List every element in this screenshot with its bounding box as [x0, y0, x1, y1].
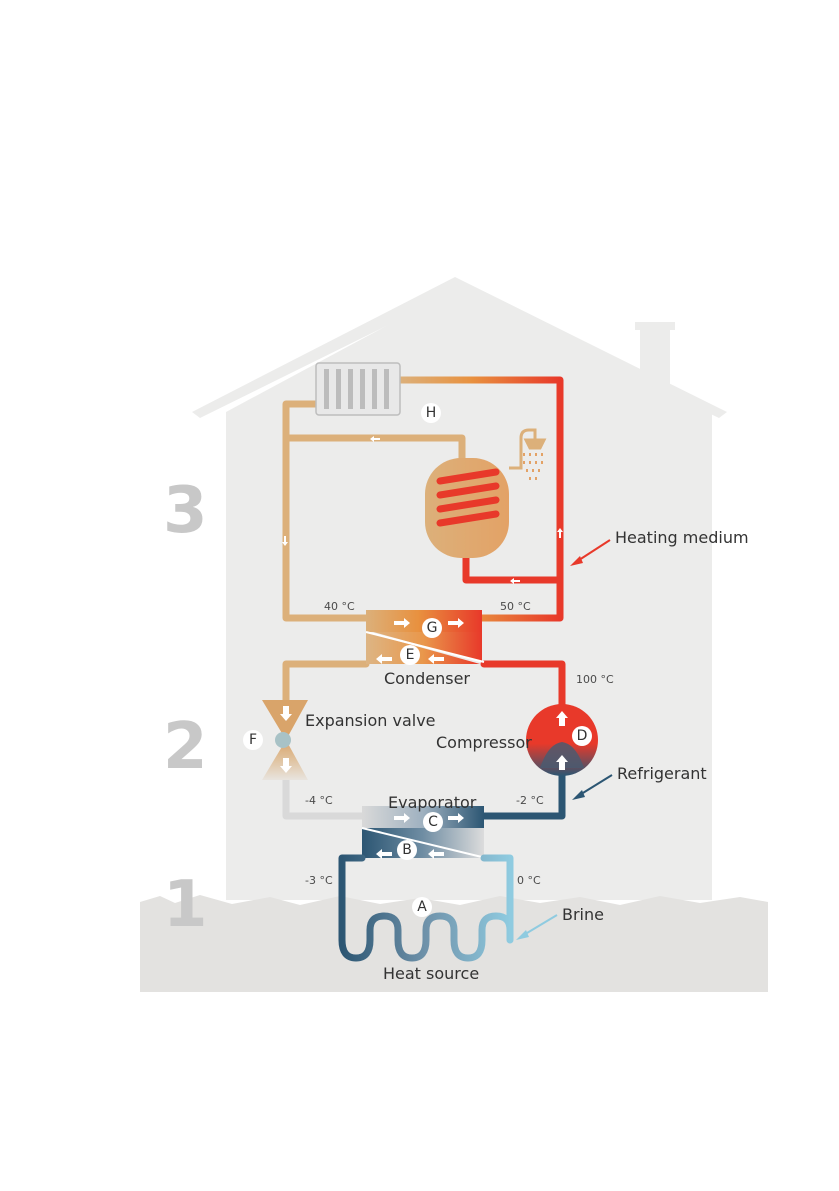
svg-text:E: E [406, 647, 415, 663]
svg-text:C: C [428, 814, 438, 830]
heating-medium-label: Heating medium [615, 528, 749, 547]
temp-50: 50 °C [500, 600, 531, 613]
svg-text:A: A [417, 899, 427, 915]
badge-f: F [243, 730, 263, 750]
badge-b: B [397, 840, 417, 860]
badge-d: D [572, 726, 592, 746]
hot-water-tank [425, 458, 509, 558]
temp-0: 0 °C [517, 874, 541, 887]
refrigerant-label: Refrigerant [617, 764, 707, 783]
temp-minus-2: -2 °C [516, 794, 544, 807]
temp-minus-4: -4 °C [305, 794, 333, 807]
evaporator-label: Evaporator [388, 793, 477, 812]
temp-40: 40 °C [324, 600, 355, 613]
badge-h: H [421, 403, 441, 423]
badge-e: E [400, 645, 420, 665]
temp-100: 100 °C [576, 673, 614, 686]
badge-g: G [422, 618, 442, 638]
svg-text:D: D [577, 728, 588, 744]
svg-text:G: G [427, 620, 438, 636]
svg-text:B: B [402, 842, 412, 858]
badge-a: A [412, 897, 432, 917]
zone-number-3: 3 [163, 474, 208, 548]
zone-number-1: 1 [163, 868, 208, 942]
heat-source-label: Heat source [383, 964, 479, 983]
radiator [316, 363, 400, 415]
condenser [366, 610, 484, 664]
svg-text:H: H [426, 405, 437, 421]
badge-c: C [423, 812, 443, 832]
compressor-label: Compressor [436, 733, 532, 752]
brine-label: Brine [562, 905, 604, 924]
zone-number-2: 2 [163, 710, 208, 784]
temp-minus-3: -3 °C [305, 874, 333, 887]
svg-text:F: F [249, 732, 257, 748]
expansion-valve-label: Expansion valve [305, 711, 436, 730]
condenser-label: Condenser [384, 669, 470, 688]
